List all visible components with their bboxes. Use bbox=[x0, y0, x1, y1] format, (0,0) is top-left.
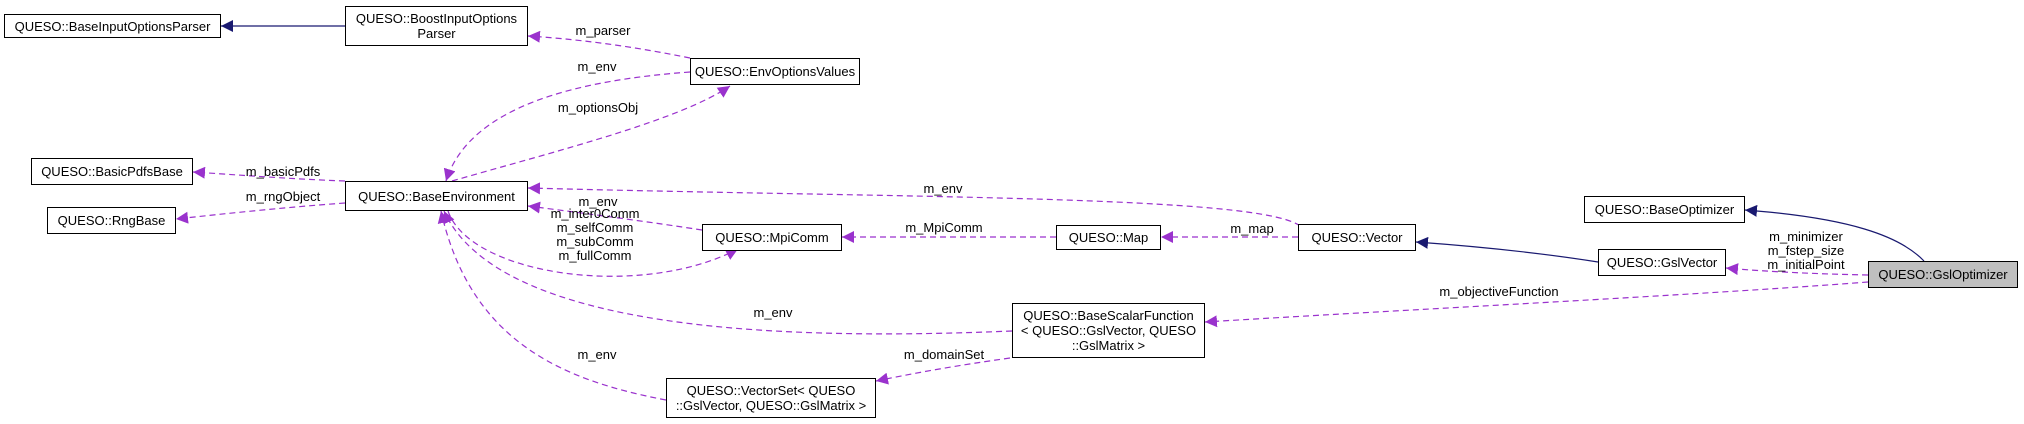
edge-label-m-fstep-size: m_fstep_size bbox=[1767, 243, 1845, 258]
edge-m-options-obj bbox=[451, 85, 731, 182]
node-label: QUESO::RngBase bbox=[57, 213, 166, 228]
edge-label-m-minimizer: m_minimizer bbox=[1769, 229, 1843, 244]
edge-m-domain-set bbox=[875, 357, 1011, 385]
node-label: QUESO::BasicPdfsBase bbox=[41, 164, 183, 179]
node-gsl-optimizer[interactable]: QUESO::GslOptimizer bbox=[1868, 261, 2018, 288]
edge-label-m-env-vector: m_env bbox=[923, 181, 963, 196]
edge-label-m-self-comm: m_selfComm bbox=[556, 220, 634, 235]
node-label: QUESO::EnvOptionsValues bbox=[694, 64, 856, 79]
edge-m-comms bbox=[447, 210, 739, 277]
edge-label-m-parser: m_parser bbox=[575, 23, 631, 38]
edge-label-m-full-comm: m_fullComm bbox=[558, 248, 632, 263]
edge-m-env-bsf bbox=[443, 210, 1013, 335]
node-env-options-values[interactable]: QUESO::EnvOptionsValues bbox=[690, 58, 860, 85]
node-label: QUESO::GslOptimizer bbox=[1878, 267, 2008, 282]
node-base-scalar-function[interactable]: QUESO::BaseScalarFunction < QUESO::GslVe… bbox=[1012, 303, 1205, 358]
node-label-line-2: < QUESO::GslVector, QUESO bbox=[1020, 323, 1197, 338]
edge-label-m-basic-pdfs: m_basicPdfs bbox=[245, 164, 321, 179]
node-label: QUESO::Vector bbox=[1311, 230, 1403, 245]
edge-label-m-env-eov: m_env bbox=[577, 59, 617, 74]
node-mpi-comm[interactable]: QUESO::MpiComm bbox=[702, 224, 842, 251]
edge-m-objective-function bbox=[1204, 281, 1869, 328]
node-vector-set[interactable]: QUESO::VectorSet< QUESO ::GslVector, QUE… bbox=[666, 378, 876, 418]
node-base-optimizer[interactable]: QUESO::BaseOptimizer bbox=[1584, 196, 1745, 223]
edge-label-m-gsl-vector-members: m_minimizer m_fstep_size m_initialPoint bbox=[1767, 230, 1844, 272]
edge-label-m-inter0-comm: m_inter0Comm bbox=[550, 206, 640, 221]
edge-gsl-vector-inherits-vector bbox=[1415, 236, 1599, 263]
node-basic-pdfs-base[interactable]: QUESO::BasicPdfsBase bbox=[31, 158, 193, 185]
node-label-line-2: Parser bbox=[417, 26, 456, 41]
edge-label-m-env-mpi: m_env bbox=[578, 194, 618, 209]
node-label-line-3: ::GslMatrix > bbox=[1071, 338, 1146, 353]
edge-m-gsl-vector-members bbox=[1725, 263, 1869, 276]
edge-label-m-comms: m_inter0Comm m_selfComm m_subComm m_full… bbox=[551, 207, 640, 263]
node-label: QUESO::GslVector bbox=[1606, 255, 1718, 270]
edge-label-m-options-obj: m_optionsObj bbox=[557, 100, 639, 115]
node-base-input-options-parser[interactable]: QUESO::BaseInputOptionsParser bbox=[4, 14, 221, 38]
node-label: QUESO::BaseEnvironment bbox=[358, 188, 515, 204]
edge-label-m-env-bsf: m_env bbox=[753, 305, 793, 320]
edge-m-basic-pdfs bbox=[192, 166, 346, 182]
node-label-line-2: ::GslVector, QUESO::GslMatrix > bbox=[675, 398, 867, 413]
edge-label-m-mpi-comm: m_MpiComm bbox=[905, 220, 983, 235]
edge-gsl-optimizer-inherits-base-optimizer bbox=[1744, 204, 1925, 262]
node-map[interactable]: QUESO::Map bbox=[1056, 225, 1161, 250]
node-label: QUESO::BaseOptimizer bbox=[1594, 202, 1735, 217]
node-vector[interactable]: QUESO::Vector bbox=[1298, 224, 1416, 251]
node-label: QUESO::BaseInputOptionsParser bbox=[14, 18, 211, 34]
edge-m-env-vs bbox=[437, 210, 667, 401]
node-label: QUESO::Map bbox=[1068, 230, 1149, 245]
node-label-line-1: QUESO::VectorSet< QUESO bbox=[686, 383, 856, 398]
edge-m-parser bbox=[527, 30, 691, 59]
edge-label-m-domain-set: m_domainSet bbox=[903, 347, 985, 362]
node-label: QUESO::MpiComm bbox=[715, 230, 829, 245]
edge-label-m-initial-point: m_initialPoint bbox=[1767, 257, 1845, 272]
edge-m-env-mpi bbox=[527, 201, 703, 231]
node-label-line-1: QUESO::BaseScalarFunction bbox=[1023, 308, 1194, 323]
node-base-environment[interactable]: QUESO::BaseEnvironment bbox=[345, 181, 528, 211]
node-gsl-vector[interactable]: QUESO::GslVector bbox=[1598, 249, 1726, 276]
edge-label-m-objective-function: m_objectiveFunction bbox=[1439, 284, 1559, 299]
node-label-line-1: QUESO::BoostInputOptions bbox=[355, 11, 518, 26]
edge-label-m-sub-comm: m_subComm bbox=[556, 234, 634, 249]
edge-m-env-eov bbox=[443, 71, 691, 182]
edge-label-m-rng-object: m_rngObject bbox=[245, 189, 321, 204]
edge-label-m-env-vs: m_env bbox=[577, 347, 617, 362]
node-rng-base[interactable]: QUESO::RngBase bbox=[47, 207, 176, 234]
edge-label-m-map: m_map bbox=[1230, 221, 1274, 236]
node-boost-input-options-parser[interactable]: QUESO::BoostInputOptions Parser bbox=[345, 6, 528, 46]
edge-m-rng-object bbox=[175, 202, 346, 224]
edge-m-env-vector bbox=[527, 182, 1301, 227]
